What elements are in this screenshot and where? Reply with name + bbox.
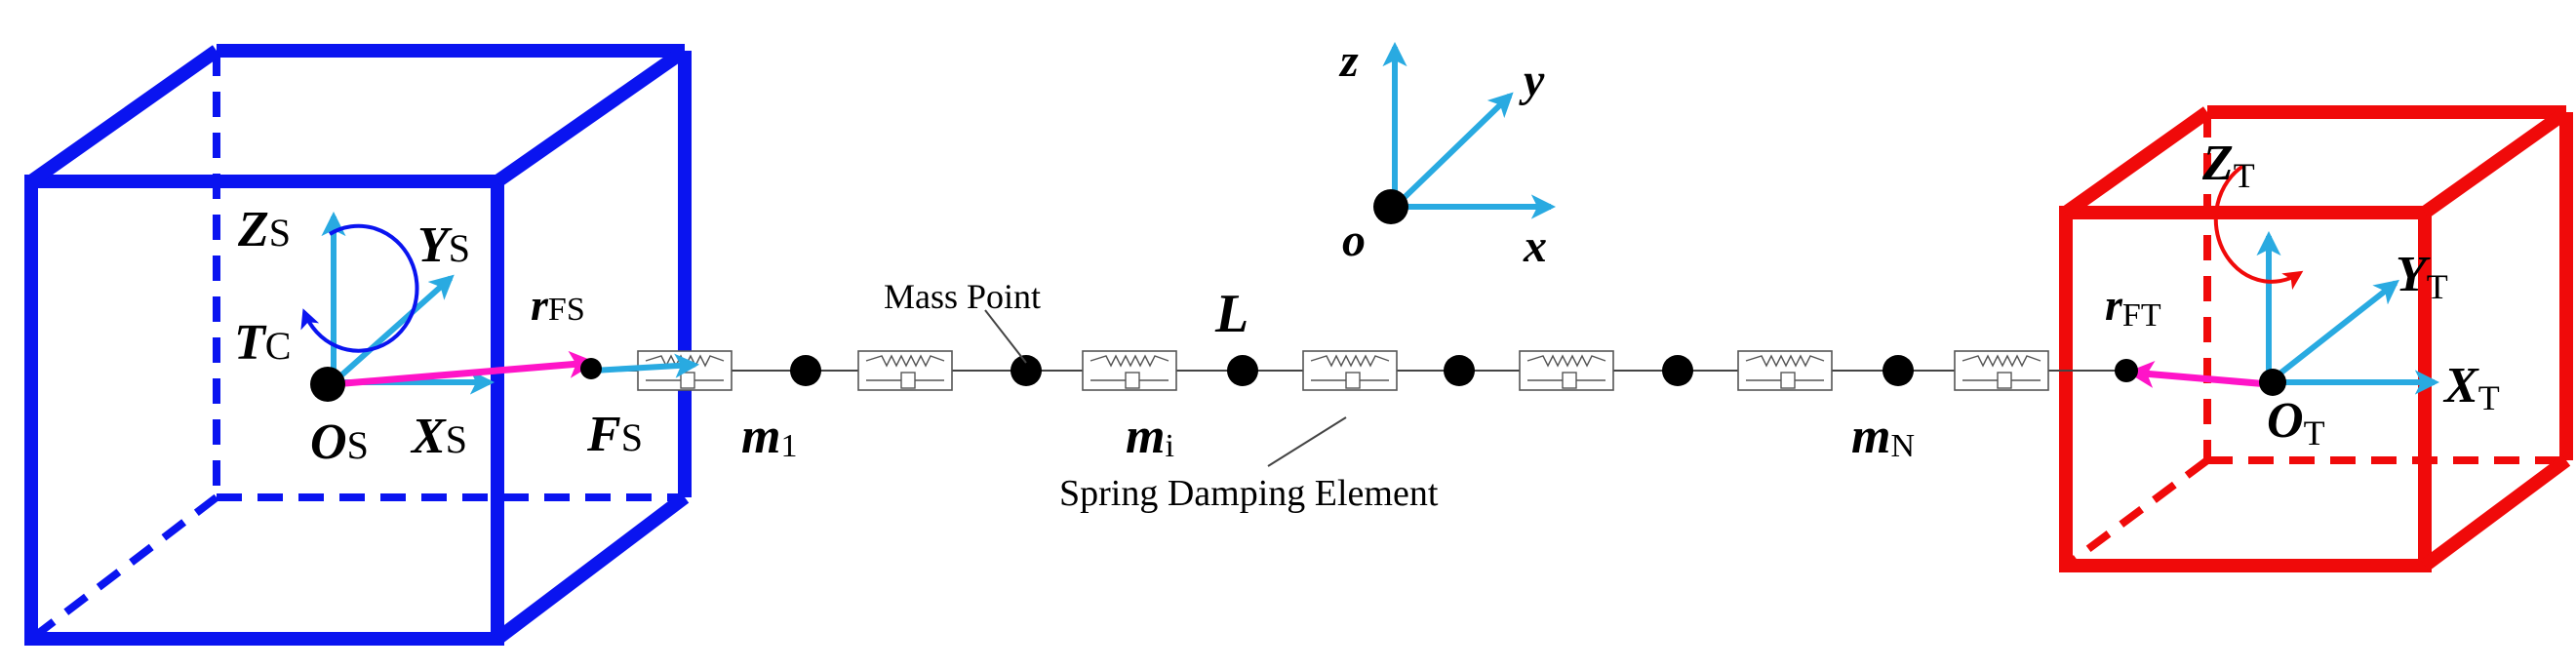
spring-element-leader <box>1267 416 1347 467</box>
mass-point <box>1444 355 1475 386</box>
source-force-arrow <box>592 353 700 378</box>
mn-label: mN <box>1851 409 1915 464</box>
spring-damping-element <box>1519 350 1614 391</box>
target-origin-dot <box>2259 369 2286 396</box>
source-x-label: XS <box>410 409 467 464</box>
target-z-label: ZT <box>2201 136 2255 195</box>
mass-point <box>1227 355 1258 386</box>
target-cube-hidden-edges <box>2063 112 2566 570</box>
target-y-label: YT <box>2396 247 2448 306</box>
m1-label: m1 <box>741 409 797 464</box>
target-rotation-arc <box>2213 164 2304 291</box>
spring-damping-element <box>1954 350 2049 391</box>
tether-length-label: L <box>1214 284 1248 344</box>
mass-point <box>790 355 821 386</box>
source-y-label: YS <box>417 217 470 273</box>
mass-point-label: Mass Point <box>884 277 1041 316</box>
mass-point <box>1011 355 1042 386</box>
labels: z y x o ZS YS TC rFS OS XS FS ZT YT XT O… <box>234 35 2500 514</box>
source-z-label: ZS <box>237 202 291 257</box>
source-cube <box>24 44 692 646</box>
global-z-label: z <box>1338 35 1359 87</box>
global-frame <box>1373 41 1557 224</box>
target-x-label: XT <box>2442 358 2500 417</box>
spring-damping-element <box>1082 350 1177 391</box>
mass-point-leader <box>984 309 1027 364</box>
source-frame <box>300 211 700 402</box>
target-cube-visible-edges <box>2059 105 2573 572</box>
source-cube-visible-edges <box>24 44 692 646</box>
target-cube <box>2059 105 2573 572</box>
spring-damping-element <box>637 350 733 391</box>
source-torque-label: TC <box>234 315 291 371</box>
spring-damping-element <box>1302 350 1398 391</box>
target-origin-label: OT <box>2267 393 2325 453</box>
source-cube-hidden-edges <box>28 51 685 643</box>
global-y-label: y <box>1519 55 1545 106</box>
global-origin-dot <box>1373 189 1408 224</box>
spring-damping-label: Spring Damping Element <box>1059 473 1439 514</box>
global-origin-label: o <box>1342 215 1366 266</box>
global-y-axis <box>1392 92 1514 210</box>
target-attach-dot <box>2115 359 2138 382</box>
source-torque-arc <box>300 223 419 353</box>
mi-label: mi <box>1126 409 1174 464</box>
source-r-vector <box>333 350 597 388</box>
spring-damping-element <box>857 350 953 391</box>
mass-points <box>790 355 1914 386</box>
mass-point <box>1662 355 1693 386</box>
source-origin-label: OS <box>310 414 369 470</box>
spring-damping-element <box>1737 350 1833 391</box>
source-attach-dot <box>580 358 602 379</box>
source-y-axis <box>332 274 455 385</box>
target-r-label: rFT <box>2105 280 2161 334</box>
mass-point <box>1882 355 1914 386</box>
target-frame <box>2115 164 2440 396</box>
target-y-axis <box>2267 279 2399 385</box>
source-force-label: FS <box>586 407 643 462</box>
source-r-label: rFS <box>531 280 585 330</box>
source-origin-dot <box>310 367 345 402</box>
target-r-vector <box>2126 360 2270 388</box>
global-x-label: x <box>1523 220 1547 272</box>
